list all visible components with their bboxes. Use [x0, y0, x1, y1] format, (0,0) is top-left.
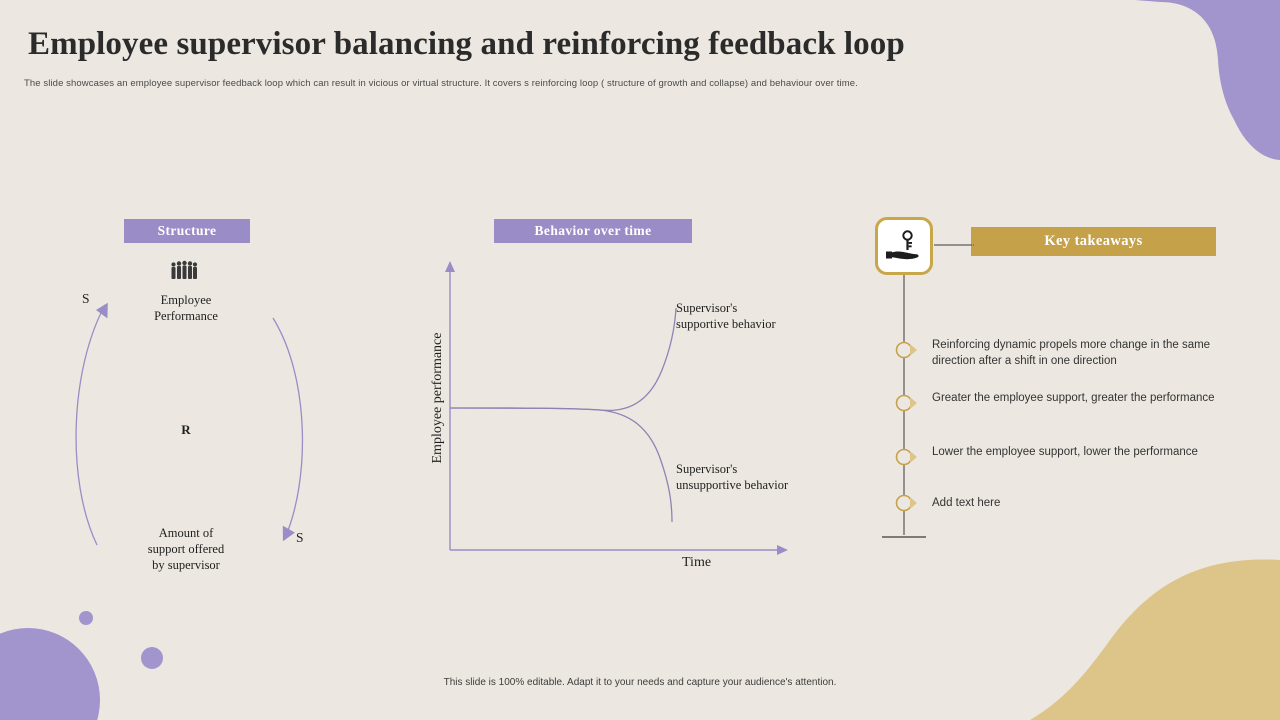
timeline-marker	[895, 394, 917, 412]
loop-arc-right	[272, 317, 304, 539]
people-group-icon	[171, 260, 198, 279]
section-header-structure: Structure	[124, 219, 250, 243]
key-takeaway-item: Reinforcing dynamic propels more change …	[932, 339, 1211, 367]
chart-x-axis-label: Time	[682, 555, 712, 570]
loop-type-label: R	[181, 422, 191, 437]
annotation-line-1: Supervisor's	[676, 462, 738, 476]
timeline-marker	[895, 448, 917, 466]
chart-canvas	[445, 261, 788, 555]
section-header-key-takeaways: Key takeaways	[971, 227, 1216, 256]
structure-diagram: Employee Performance R Amount of support…	[60, 250, 390, 590]
x-axis-arrow	[777, 545, 788, 555]
section-header-behavior: Behavior over time	[494, 219, 692, 243]
loop-arrow-right-head	[282, 525, 295, 542]
node-line-3: by supervisor	[152, 558, 220, 572]
node-line-1: Amount of	[158, 526, 214, 540]
arrow-polarity-label-right: S	[296, 530, 304, 545]
connector-dot	[971, 240, 981, 250]
timeline-rail	[882, 240, 981, 538]
key-takeaway-item: Greater the employee support, greater th…	[932, 392, 1215, 404]
series-supportive-line	[449, 307, 677, 412]
causal-loop-arrows	[75, 302, 304, 546]
key-takeaways-icon-card	[875, 217, 933, 275]
node-label-support-offered: Amount of support offered by supervisor	[126, 525, 246, 573]
loop-arc-left	[75, 304, 106, 546]
node-line-2: Performance	[154, 309, 218, 323]
page-title: Employee supervisor balancing and reinfo…	[28, 26, 905, 62]
series-annotation-supportive: Supervisor's supportive behavior	[676, 300, 836, 332]
behavior-over-time-chart: Employee performance Time Supervisor's s…	[410, 250, 830, 590]
timeline-marker	[895, 341, 917, 359]
chart-y-axis-label: Employee performance	[430, 332, 445, 464]
deco-blob-top-right-2	[1216, 0, 1280, 160]
deco-blob-top-right	[1135, 0, 1280, 146]
node-line-1: Employee	[160, 293, 212, 307]
footer-note: This slide is 100% editable. Adapt it to…	[443, 677, 837, 688]
deco-circle-large	[0, 628, 100, 720]
y-axis-arrow	[445, 261, 455, 272]
hand-holding-key-icon	[886, 230, 919, 260]
annotation-line-1: Supervisor's	[676, 301, 738, 315]
annotation-line-2: unsupportive behavior	[676, 478, 789, 492]
deco-blob-bottom-right	[1030, 559, 1280, 720]
node-label-employee-performance: Employee Performance	[126, 292, 246, 324]
key-takeaway-item: Lower the employee support, lower the pe…	[932, 446, 1198, 458]
key-takeaway-item: Add text here	[932, 497, 1001, 509]
series-unsupportive-line	[449, 407, 673, 523]
deco-circle-medium	[141, 647, 163, 669]
arrow-polarity-label-left: S	[82, 291, 90, 306]
series-annotation-unsupportive: Supervisor's unsupportive behavior	[676, 461, 846, 493]
key-takeaways-panel: Reinforcing dynamic propels more change …	[870, 212, 1270, 562]
annotation-line-2: supportive behavior	[676, 317, 776, 331]
loop-arrow-left-head	[96, 302, 108, 319]
node-line-2: support offered	[147, 542, 225, 556]
page-subtitle: The slide showcases an employee supervis…	[24, 78, 858, 89]
deco-circle-small	[79, 611, 93, 625]
timeline-marker	[895, 494, 917, 512]
